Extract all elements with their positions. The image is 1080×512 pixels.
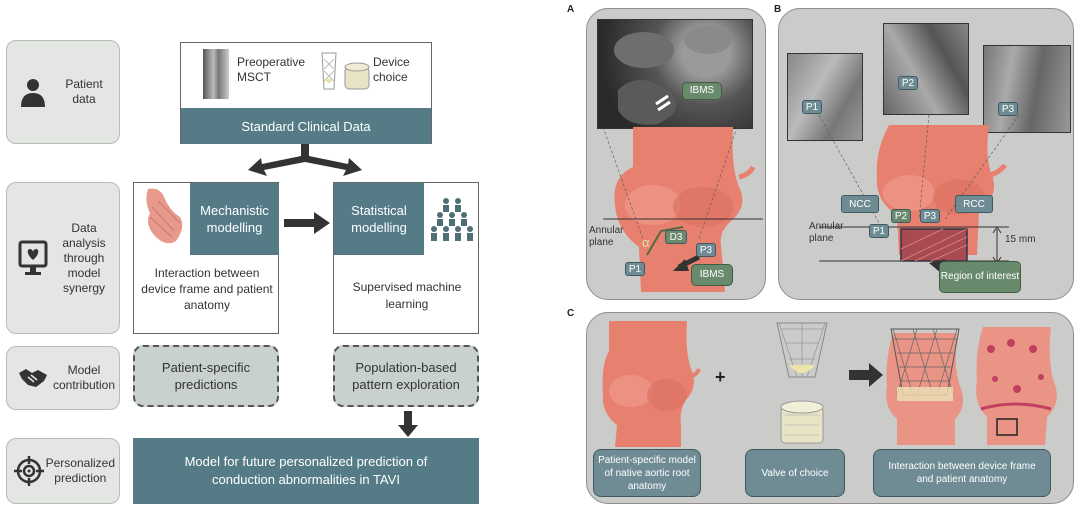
final-prediction-box: Model for future personalized prediction… [133, 438, 479, 504]
split-arrow-icon [248, 144, 362, 176]
p2-ct-tag: P2 [898, 76, 918, 90]
valve-device-image [776, 322, 828, 444]
row-label: Patient data [65, 77, 103, 106]
mechanistic-box: Mechanistic modelling Interaction betwee… [133, 182, 279, 334]
d3-tag: D3 [665, 230, 687, 244]
ibms-tag-bottom: IBMS [691, 264, 733, 286]
alpha-label: α [642, 235, 650, 250]
ncc-tag: NCC [841, 195, 879, 213]
caption-valve-choice: Valve of choice [745, 449, 845, 497]
mm-label: 15 mm [1005, 234, 1036, 245]
population-icon [430, 197, 474, 248]
ct-image-p3: P3 [983, 45, 1071, 133]
statistical-title: Statistical modelling [334, 183, 424, 255]
standard-clinical-data-bar: Standard Clinical Data [181, 108, 431, 144]
msct-image-icon [203, 49, 229, 99]
row-label: Data analysis through model synergy [62, 220, 106, 295]
p1-ct-tag: P1 [802, 100, 822, 114]
p1-tag-b: P1 [869, 224, 889, 238]
annular-plane-label-b: Annular plane [809, 221, 844, 244]
panel-letter-c: C [567, 308, 575, 319]
panel-a: IBMS Annular plane α D3 P3 P1 IBMS [586, 8, 766, 300]
valve-device-icon [319, 49, 373, 100]
mechanistic-title: Mechanistic modelling [190, 183, 279, 255]
p1-tag-a: P1 [625, 262, 645, 276]
row-data-analysis: Data analysis through model synergy [6, 182, 120, 334]
row-model-contribution: Model contribution [6, 346, 120, 410]
target-icon [13, 456, 46, 486]
aorta-model-icon [140, 187, 188, 252]
caption-native-anatomy: Patient-specific model of native aortic … [593, 449, 701, 497]
handshake-icon [13, 367, 53, 389]
msct-label: Preoperative MSCT [237, 55, 306, 84]
device-choice-label: Device choice [373, 55, 410, 84]
statistical-box: Statistical modelling Supervised machine… [333, 182, 479, 334]
row-patient-data: Patient data [6, 40, 120, 144]
row-label: Personalized prediction [45, 456, 115, 485]
right-arrow-icon-c [849, 363, 883, 387]
person-icon [13, 77, 53, 107]
p3-tag-a: P3 [696, 243, 716, 257]
patient-specific-predictions: Patient-specific predictions [133, 345, 279, 407]
population-pattern-exploration: Population-based pattern exploration [333, 345, 479, 407]
plus-sign: + [715, 367, 726, 387]
annular-plane-label-a: Annular plane [589, 225, 624, 248]
standard-clinical-data-box: Preoperative MSCT Device choice Standard… [180, 42, 432, 144]
down-arrow-icon [398, 411, 418, 437]
right-arrow-icon [284, 212, 330, 234]
p2-tag: P2 [891, 209, 911, 223]
p3-ct-tag: P3 [998, 102, 1018, 116]
region-of-interest-tag: Region of interest [939, 261, 1021, 293]
implanted-device-model-1 [886, 328, 963, 445]
caption-interaction: Interaction between device frame and pat… [873, 449, 1051, 497]
ct-scan-image: IBMS [597, 19, 753, 129]
panel-b: P1 P2 P3 NCC RCC P2 P3 P1 [778, 8, 1074, 300]
panel-c: + Patient-specific model of native aorti… [586, 312, 1074, 504]
panel-letter-a: A [567, 4, 575, 15]
implanted-device-model-2 [976, 327, 1057, 445]
mechanistic-desc: Interaction between device frame and pat… [141, 266, 273, 312]
ibms-tag-top: IBMS [682, 82, 722, 100]
monitor-heart-icon [13, 240, 53, 276]
ct-image-p2: P2 [883, 23, 969, 115]
statistical-desc: Supervised machine learning [352, 280, 462, 311]
row-label: Model contribution [52, 363, 116, 392]
row-personalized-prediction: Personalized prediction [6, 438, 120, 504]
rcc-tag: RCC [955, 195, 993, 213]
panel-letter-b: B [774, 4, 782, 15]
native-aorta-model [602, 321, 701, 447]
p3-tag-b: P3 [920, 209, 940, 223]
